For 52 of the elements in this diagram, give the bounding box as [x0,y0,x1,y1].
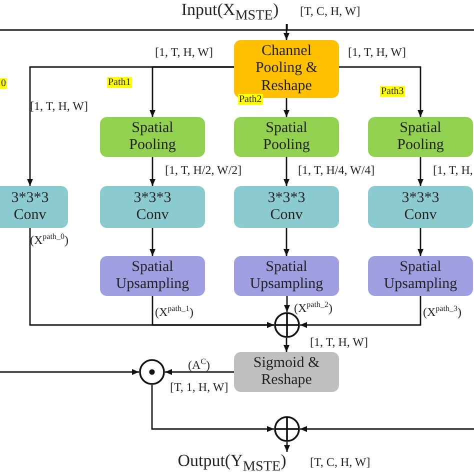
plus-circle [274,416,300,442]
shape-label: [1, T, H, W] [155,45,213,60]
spatial-pooling-box: Spatial Pooling [100,117,205,157]
upsampling-box: Spatial Upsampling [368,256,473,296]
shape-label: [T, C, H, W] [300,4,360,19]
arrow [152,296,274,328]
shape-label: [1, T, H/4, W/4] [298,163,375,178]
upsampling-box: Spatial Upsampling [234,256,339,296]
input-label: Input(X$_{MSTE}$) [170,0,290,24]
conv-box: 3*3*3 Conv [100,186,205,228]
path-tag: Path3 [380,86,405,97]
spatial-pooling-box: Spatial Pooling [234,117,339,157]
shape-label: [1, T, H, W] [348,45,406,60]
arrow [418,228,424,256]
conv-box: 3*3*3 Conv [368,186,473,228]
arrow [150,66,234,117]
feature-label: (X$^{path_1}$) [155,304,194,320]
shape-label: [T, C, H, W] [310,455,370,470]
arrow [150,228,156,256]
spatial-pooling-box: Spatial Pooling [368,117,473,157]
arrow [286,24,474,432]
path-tag: 0 [0,78,7,89]
shape-label: [1, T, H, W] [30,99,88,114]
feature-label: (X$^{path_2}$) [294,300,332,316]
conv-box: 3*3*3 Conv [0,186,68,228]
conv-box: 3*3*3 Conv [234,186,339,228]
path-tag: Path1 [107,77,132,88]
path-tag: Path2 [238,94,263,105]
feature-label: (X$^{path_3}$) [423,304,462,320]
dot-circle [139,359,165,385]
shape-label: [1, T, H/2, W/2] [165,163,242,178]
arrow [339,66,424,117]
arrow [300,296,422,328]
arrow [151,385,274,432]
sigmoid-box: Sigmoid & Reshape [234,352,339,392]
feature-label: (A$^{C}$) [188,357,210,373]
arrow [418,157,424,186]
arrow [150,157,156,186]
arrow [284,338,290,352]
arrow [165,369,234,375]
arrow [284,157,290,186]
shape-label: [1, T, H, W] [310,335,368,350]
upsampling-box: Spatial Upsampling [100,256,205,296]
output-label: Output(Y$_{MSTE}$) [176,452,288,474]
shape-label: [1, T, H, [433,163,473,178]
arrow [284,228,290,256]
feature-label: (X$^{path_0}$) [30,232,68,248]
shape-label: [T, 1, H, W] [170,380,228,395]
arrow [284,24,290,40]
arrow [284,296,290,312]
arrow [284,442,290,452]
arrow [284,98,290,117]
